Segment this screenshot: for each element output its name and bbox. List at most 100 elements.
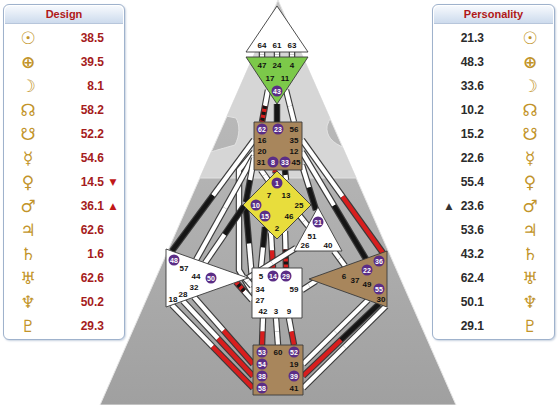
channel-outline: [289, 318, 294, 345]
gate-number: 42: [259, 307, 268, 316]
gate-number: 3: [274, 307, 278, 316]
energy-center: 47244171143: [246, 57, 308, 104]
channel: [302, 281, 316, 290]
channel-half: [286, 90, 290, 106]
gate-number: 56: [290, 125, 299, 134]
center-outline: [243, 171, 311, 239]
active-gate-number: 54: [257, 359, 268, 370]
channel-half: [172, 196, 213, 252]
channel-outline: [259, 52, 266, 57]
channel-half: [302, 165, 309, 188]
channel: [261, 170, 268, 180]
gate-number: 34: [256, 285, 265, 294]
gate-number: 13: [282, 191, 291, 200]
gate-number: 49: [363, 280, 372, 289]
gate-number: 30: [377, 295, 386, 304]
channel-half: [292, 332, 295, 346]
active-gate-number: 14: [268, 271, 279, 282]
channel-half: [213, 347, 254, 389]
gate-number: 6: [342, 272, 346, 281]
channel-outline: [172, 140, 254, 251]
channel-half: [309, 281, 316, 286]
panel-heading: Personality: [434, 6, 553, 24]
channel-outline: [300, 216, 308, 226]
panel-heading: Design: [5, 6, 123, 24]
channel-half: [275, 104, 279, 113]
gate-number: 45: [292, 158, 301, 167]
channel: [276, 318, 278, 345]
channel: [246, 208, 252, 279]
gate-number: 63: [288, 41, 297, 50]
gate-number: 51: [308, 232, 317, 241]
channel-half: [283, 170, 288, 175]
gate-number: 2: [275, 224, 279, 233]
gate-number: 24: [273, 61, 282, 70]
channel-outline: [236, 282, 252, 300]
channel: [286, 90, 294, 122]
energy-center: 48574450322818: [166, 249, 248, 307]
channel-half: [334, 251, 340, 259]
channel-half: [271, 233, 272, 251]
center-outline: [246, 57, 308, 104]
active-gate-number: 36: [374, 256, 385, 267]
channel-outline: [246, 208, 252, 279]
center-outline: [166, 249, 248, 307]
channel-outline: [303, 306, 386, 388]
gate-number: 60: [274, 348, 283, 357]
active-gate-number: 15: [260, 211, 271, 222]
channel-outline: [285, 170, 286, 180]
channel-half: [246, 208, 249, 244]
channel-outline: [261, 227, 265, 268]
channel-outline: [289, 52, 296, 57]
channel-outline: [262, 90, 268, 122]
center-outline: [246, 6, 308, 52]
gate-number: 27: [256, 296, 265, 305]
center-outline: [294, 207, 342, 251]
gate-number: 26: [301, 241, 310, 250]
channel-outline: [261, 170, 268, 180]
gate-number: 64: [258, 41, 267, 50]
channel-half: [205, 235, 225, 264]
channel-outline: [274, 52, 281, 57]
active-gate-number: 8: [268, 157, 279, 168]
channel-half: [302, 152, 334, 206]
channel-half: [300, 216, 304, 221]
channel-half: [345, 306, 387, 347]
channel-half: [250, 158, 254, 180]
channel-stripe: [236, 282, 244, 291]
gate-number: 9: [287, 307, 291, 316]
gate-number: 31: [257, 158, 266, 167]
channel-outline: [205, 206, 244, 263]
gate-number: 5: [259, 272, 263, 281]
center-outline: [254, 122, 302, 170]
channel-half: [225, 206, 245, 235]
gate-number: 25: [295, 201, 304, 210]
gate-number: 40: [324, 241, 333, 250]
channel-outline: [302, 281, 316, 290]
channel-half: [309, 188, 316, 211]
active-gate-number: 21: [313, 217, 324, 228]
energy-center: 514293459274239: [252, 268, 302, 318]
channel-half: [261, 170, 265, 175]
channel-half: [277, 332, 278, 346]
active-gate-number: 62: [257, 124, 268, 135]
channel: [303, 304, 379, 376]
gate-number: 41: [290, 384, 299, 393]
center-outline: [309, 251, 387, 307]
gate-number: 17: [266, 74, 275, 83]
channel-half: [236, 282, 244, 291]
gate-number: 37: [351, 276, 360, 285]
channel-half: [272, 248, 296, 263]
channel-outline: [183, 301, 253, 376]
gate-number: 35: [290, 136, 299, 145]
energy-center: 21 5126 40: [294, 207, 342, 251]
channel: [172, 140, 254, 251]
gate-number: 18: [169, 295, 178, 304]
channel-half: [265, 90, 268, 106]
active-gate-number: 29: [281, 271, 292, 282]
channel-half: [263, 227, 265, 248]
energy-center: 3622637495530: [309, 251, 387, 307]
channel: [277, 52, 278, 57]
energy-center: 622356163520123183345: [254, 122, 302, 170]
